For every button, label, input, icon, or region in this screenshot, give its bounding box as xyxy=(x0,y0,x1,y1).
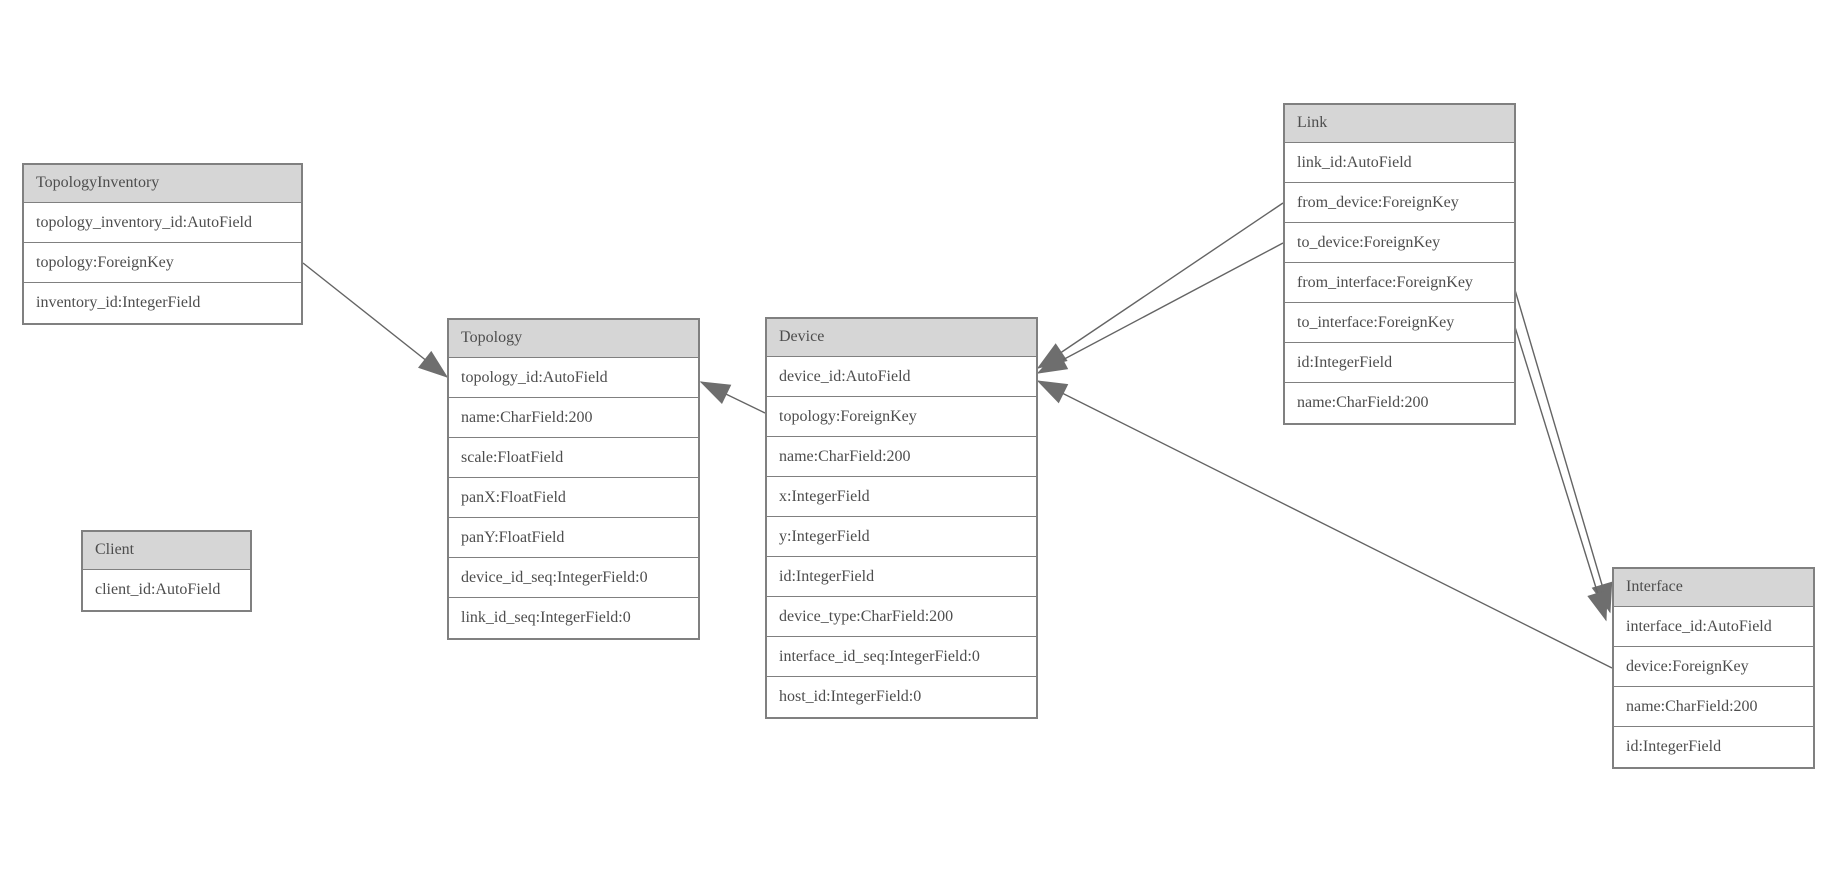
fk-edge-link-to_device xyxy=(1036,242,1284,374)
fk-edge-topologyinventory-topology xyxy=(302,262,449,378)
fk-edge-link-to_interface xyxy=(1514,326,1608,622)
fk-edge-interface-device xyxy=(1036,380,1613,669)
fk-edge-link-from_interface xyxy=(1514,289,1613,614)
fk-edge-device-topology xyxy=(699,381,766,414)
fk-edge-link-from_device xyxy=(1036,202,1284,369)
